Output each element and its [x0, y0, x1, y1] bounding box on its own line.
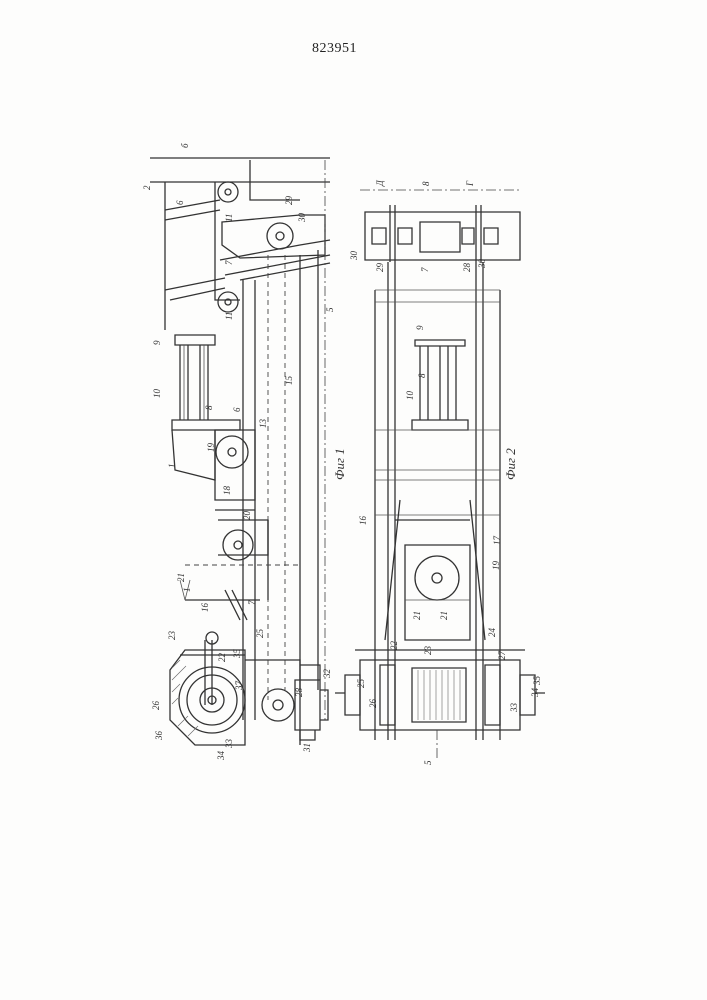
- figure-2-reference-label: 5: [423, 760, 433, 765]
- figure-2-reference-label: 27: [497, 651, 507, 661]
- figure-2-reference-label: 29: [375, 263, 385, 273]
- figure-1-reference-label: 34: [216, 751, 226, 762]
- figure-1-caption: Фиг 1: [332, 448, 347, 480]
- figure-1-reference-label: 25: [255, 629, 265, 639]
- figure-1-reference-label: 19: [206, 443, 216, 453]
- figure-1-reference-label: 23: [167, 631, 177, 641]
- figure-2-reference-label: Г: [465, 180, 475, 187]
- figure-2-reference-label: 30: [477, 259, 487, 270]
- figure-2-reference-label: 26: [368, 699, 378, 709]
- figure-2-reference-label: 10: [405, 391, 415, 401]
- figure-1-reference-label: 9: [152, 340, 162, 345]
- figure-2-reference-label: 34: [530, 688, 540, 699]
- figure-1-reference-label: 37: [234, 681, 244, 692]
- figure-2-reference-label: 23: [423, 646, 433, 656]
- figure-1-reference-label: 21: [176, 573, 186, 582]
- figure-1-reference-label: 18: [222, 486, 232, 496]
- figure-1-reference-label: б: [180, 143, 190, 148]
- figure-1-reference-label: 13: [258, 419, 268, 429]
- figure-1-reference-label: 1: [182, 588, 192, 593]
- figure-1-reference-label: 7: [247, 600, 257, 605]
- figure-1-reference-label: 31: [302, 743, 312, 753]
- figure-1-reference-label: 5: [325, 307, 335, 312]
- figure-2-reference-label: 22: [389, 641, 399, 651]
- figure-2-reference-label: 21: [412, 611, 422, 620]
- figure-2-reference-label: 24: [487, 628, 497, 638]
- figure-1-reference-label: 35: [232, 649, 242, 660]
- figure-1-reference-label: 28: [294, 688, 304, 698]
- figure-2-reference-label: 16: [358, 516, 368, 526]
- figure-1-reference-label: 33: [224, 739, 234, 750]
- figure-2-reference-label: 7: [420, 267, 430, 272]
- figure-1-reference-label: 11: [224, 312, 234, 320]
- figure-1-reference-label: 22: [217, 653, 227, 663]
- figure-1-reference-label: 8: [204, 405, 214, 410]
- figure-1-reference-label: 26: [151, 701, 161, 711]
- figure-2-reference-label: Д: [375, 179, 385, 187]
- figure-2-reference-label: 33: [509, 703, 519, 714]
- figure-2-reference-label: 30: [349, 251, 359, 262]
- figure-1-reference-label: 16: [200, 603, 210, 613]
- figure-1-reference-label: 30: [297, 213, 307, 224]
- figure-2-reference-label: 25: [356, 679, 366, 689]
- figure-1-reference-label: 20: [242, 511, 252, 521]
- figure-2-reference-label: 28: [462, 263, 472, 273]
- figure-1-reference-label: 15: [284, 376, 294, 386]
- figure-2-reference-label: 21: [439, 611, 449, 620]
- figure-2-reference-label: 8: [421, 181, 431, 186]
- figure-1-reference-label: 6: [175, 200, 185, 205]
- figure-1-reference-label: 29: [284, 196, 294, 206]
- figure-1-reference-label: 10: [152, 389, 162, 399]
- figure-2-reference-label: 8: [417, 373, 427, 378]
- figure-1-reference-label: 6: [232, 407, 242, 412]
- figure-1-reference-label: 1: [167, 464, 177, 469]
- figure-1-reference-label: 11: [224, 214, 234, 222]
- figure-2-caption: Фиг 2: [503, 448, 518, 480]
- figure-2-reference-label: 17: [492, 536, 502, 546]
- figure-2-reference-label: 19: [491, 561, 501, 571]
- figure-1-reference-label: 7: [224, 260, 234, 265]
- figure-2-reference-label: 35: [532, 676, 542, 687]
- figure-1-reference-label: 36: [154, 731, 164, 742]
- figure-2-reference-label: 9: [415, 325, 425, 330]
- figure-1-reference-label: 32: [322, 669, 332, 680]
- figure-1-reference-label: 2: [142, 185, 152, 190]
